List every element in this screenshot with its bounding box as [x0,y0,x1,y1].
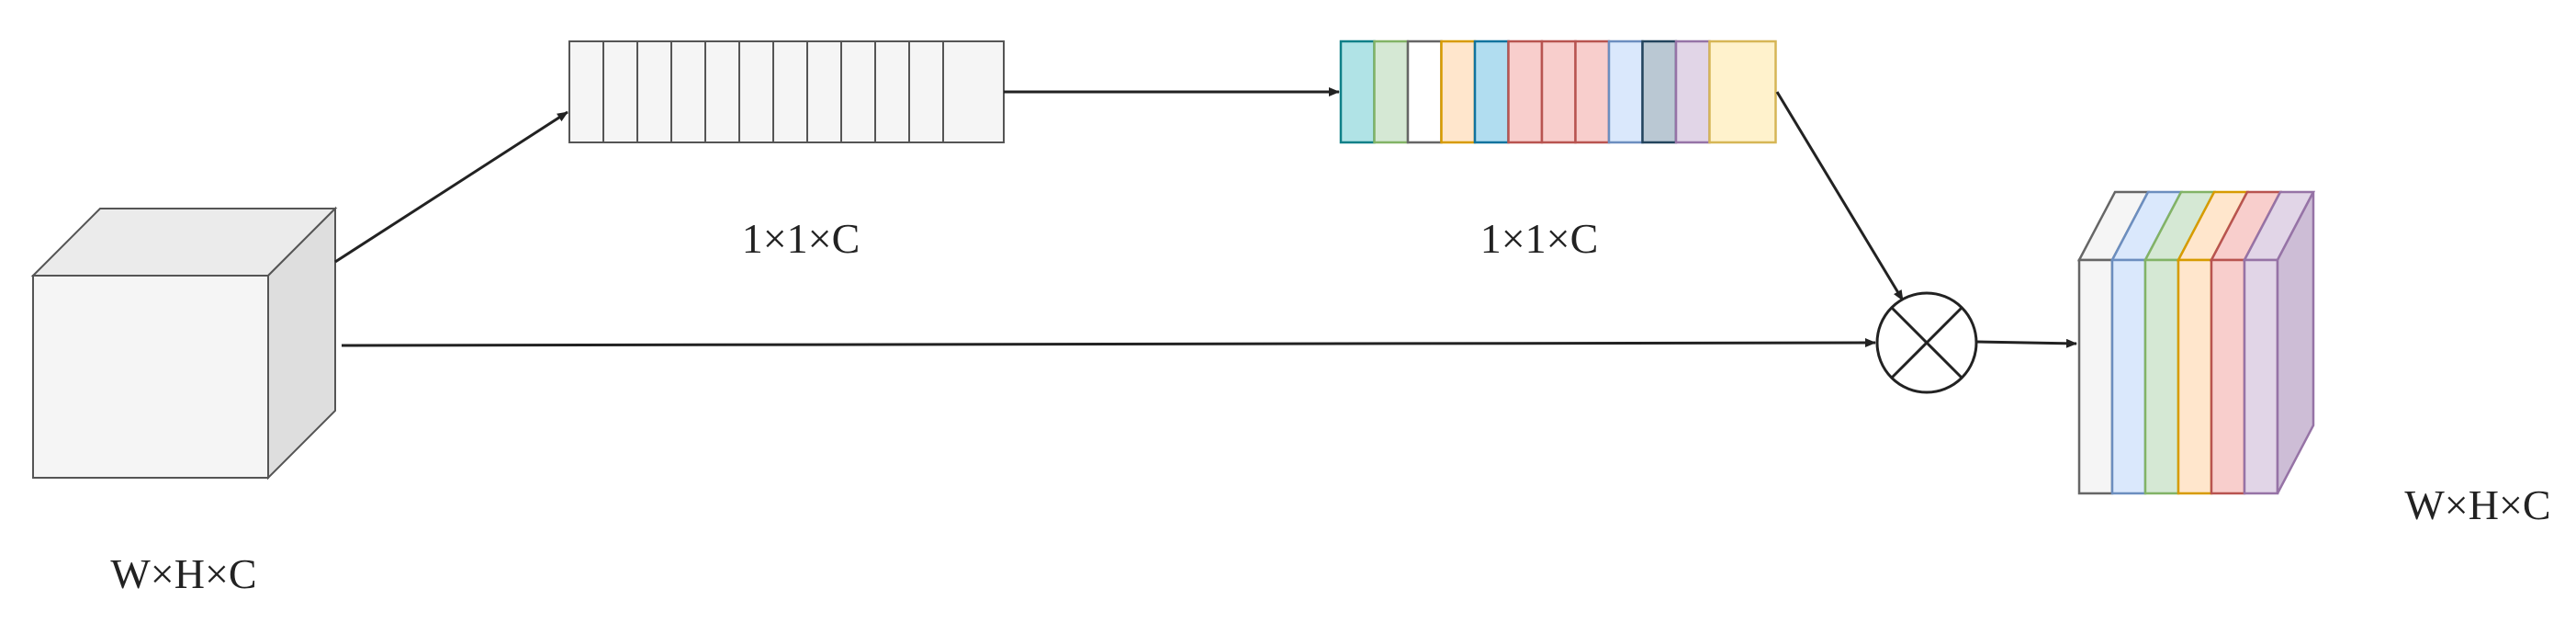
output-cube-side [2276,191,2315,494]
weight-cell [1674,40,1711,144]
output-feature-cube [2076,190,2316,495]
weight-cell [1473,40,1510,144]
output-slice [2143,258,2180,495]
pooled-cell [772,40,808,143]
weight-cell [1339,40,1376,144]
pooled-cell [602,40,638,143]
pooled-cell [568,40,604,143]
arrow-input-to-multiply [341,338,1876,348]
pooled-cell [908,40,944,143]
pooled-cell [874,40,910,143]
output-slice [2210,258,2246,495]
weight-cell [1607,40,1644,144]
weight-cell [1440,40,1477,144]
pooled-cell [840,40,876,143]
pooled-cell [704,40,740,143]
input-dims-label: W×H×C [110,550,256,597]
pooled-dims-label: 1×1×C [742,215,861,262]
output-slice [2177,258,2213,495]
input-feature-cube [30,206,338,481]
pooled-cell [738,40,774,143]
pooled-cell [942,40,1005,143]
weight-cell [1641,40,1678,144]
arrow-input-to-pool [334,110,568,264]
arrow-weights-to-multiply [1775,91,1905,301]
weights-dims-label: 1×1×C [1480,215,1599,262]
pooled-cell [636,40,672,143]
pooled-cell [806,40,842,143]
weight-cell [1708,40,1777,144]
arrow-multiply-to-output [1976,338,2077,348]
channel-weight-vector [1339,40,1777,144]
pooled-cell [670,40,706,143]
weight-cell [1507,40,1544,144]
weight-cell [1574,40,1611,144]
input-cube-front [32,275,269,479]
output-slice [2077,258,2114,495]
output-slice [2110,258,2147,495]
multiply-circle-icon [1875,291,1978,394]
output-dims-label: W×H×C [2404,481,2550,528]
weight-cell [1540,40,1577,144]
weight-cell [1406,40,1443,144]
pooled-vector [568,40,1005,143]
weight-cell [1373,40,1410,144]
output-slice [2243,258,2279,495]
